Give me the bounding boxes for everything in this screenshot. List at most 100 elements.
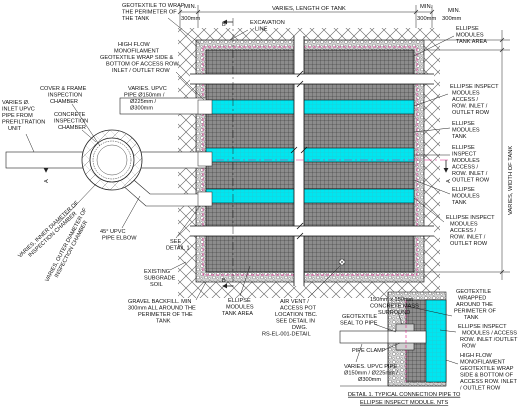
dim-length: VARIES, LENGTH OF TANK (272, 6, 346, 12)
excavation-line-2: LINE (255, 27, 268, 33)
pipe-stub-1 (197, 99, 213, 115)
detail-caption-line-1: DETAIL 1. TYPICAL CONNECTION PIPE TO (348, 392, 461, 398)
modules-tank1-line-3: TANK (452, 134, 467, 140)
detail-upvc-line-1: VARIES. UPVC PIPE (344, 364, 397, 370)
geotextile-wrap-line-1: GEOTEXTILE TO WRAP (122, 3, 185, 9)
high-flow-line-5: INLET / OUTLET ROW (112, 68, 170, 74)
break-lines (190, 36, 434, 286)
inspect2-line-2: INSPECT (452, 152, 477, 158)
inlet-line-1: VARIES Ø. (2, 100, 30, 106)
elbow-line-1: 45° UPVC (100, 229, 126, 235)
gravel-line-4: TANK (156, 319, 171, 325)
detail-high-flow-line-3: GEOTEXTILE WRAP (460, 366, 514, 372)
section-line-b: B B (222, 18, 234, 290)
dim-min-left-top: MIN. (184, 4, 197, 10)
inspect2-line-4: ACCESS / (452, 165, 479, 171)
high-flow-line-3: GEOTEXTILE WRAP SIDE & (100, 55, 174, 61)
detail-geo-wrapped-line-4: PERIMETER OF (454, 309, 497, 315)
gravel-line-2: 300mm ALL AROUND THE (128, 306, 196, 312)
tank-area-line-2: MODULES (456, 33, 484, 39)
section-mark-b-top: B (222, 22, 226, 28)
modules-tank1-line-1: ELLIPSE (452, 121, 475, 127)
excavation-line-1: EXCAVATION (250, 20, 285, 26)
inspect-row-1 (205, 99, 415, 115)
tank-area-line-1: ELLIPSE (456, 26, 479, 32)
inlet-pipes (5, 97, 207, 207)
detail-high-flow-line-2: MONOFILAMENT (460, 360, 506, 366)
modules-bottom-line-2: MODULES (226, 305, 254, 311)
air-vent-line-2: ACCESS POT (280, 306, 317, 312)
inspect1-line-2: MODULES (452, 91, 480, 97)
air-vent-line-4: SEE DETAIL IN (276, 319, 315, 325)
existing-soil-line-3: SOIL (150, 282, 163, 288)
high-flow-line-4: BOTTOM OF ACCESS ROW. (106, 62, 180, 68)
inspect1-line-1: ELLIPSE INSPECT (450, 84, 499, 90)
detail-upvc-line-2: Ø150mm / Ø225mm / (344, 371, 398, 377)
inspect3-line-5: OUTLET ROW (450, 241, 488, 247)
upvc-line-1: VARIES. UPVC (128, 86, 167, 92)
detail-high-flow-line-1: HIGH FLOW (460, 353, 492, 359)
section-mark-a-right: A (446, 179, 452, 183)
detail-geo-wrapped-line-1: GEOTEXTILE (456, 289, 491, 295)
modules-bottom-line-1: ELLIPSE (228, 298, 251, 304)
right-dimensions: MIN. 300mm VARIES, WIDTH OF TANK (414, 8, 514, 280)
existing-soil-line-2: SUBGRADE (144, 276, 176, 282)
gravel-line-1: GRAVEL BACKFILL. MIN (128, 299, 191, 305)
label-cover-frame: COVER & FRAME INSPECTION CHAMBER (40, 86, 101, 147)
detail-inspect-line-2: MODULES / ACCESS (462, 331, 517, 337)
inlet-line-3: PIPE FROM (2, 113, 33, 119)
inspect3-line-3: ACCESS / (450, 228, 477, 234)
concrete-line-1: CONCRETE (54, 112, 86, 118)
cover-frame-line-1: COVER & FRAME (40, 86, 87, 92)
detail-inspect-line-3: ROW. INLET /OUTLET (460, 337, 518, 343)
detail-pipe (339, 330, 427, 344)
detail-high-flow-line-6: / OUTLET ROW (460, 386, 501, 392)
section-mark-b-bottom: B (222, 278, 226, 284)
modules-tank2-line-1: ELLIPSE (452, 187, 475, 193)
high-flow-line-1: HIGH FLOW (118, 42, 150, 48)
cover-frame-line-3: CHAMBER (50, 99, 78, 105)
detail-upvc-line-3: Ø300mm (358, 377, 381, 383)
modules-tank2-line-2: MODULES (452, 194, 480, 200)
inspect1-line-5: OUTLET ROW (452, 110, 490, 116)
detail-concrete-line-1: 150mm x 150mm (370, 297, 414, 303)
pipe-stub-3 (197, 191, 213, 207)
pipe-stub-2 (197, 151, 213, 167)
dim-min-left-bot: 300mm (181, 16, 201, 22)
detail-inspect-line-4: ROW (462, 344, 476, 350)
detail-concrete-line-2: CONCRETE MASS (370, 304, 419, 310)
detail-geo-wrapped-line-5: TANK (464, 315, 479, 321)
section-mark-a-left: A (44, 179, 50, 183)
modules-tank1-line-2: MODULES (452, 128, 480, 134)
concrete-line-2: INSPECTION (54, 119, 88, 125)
